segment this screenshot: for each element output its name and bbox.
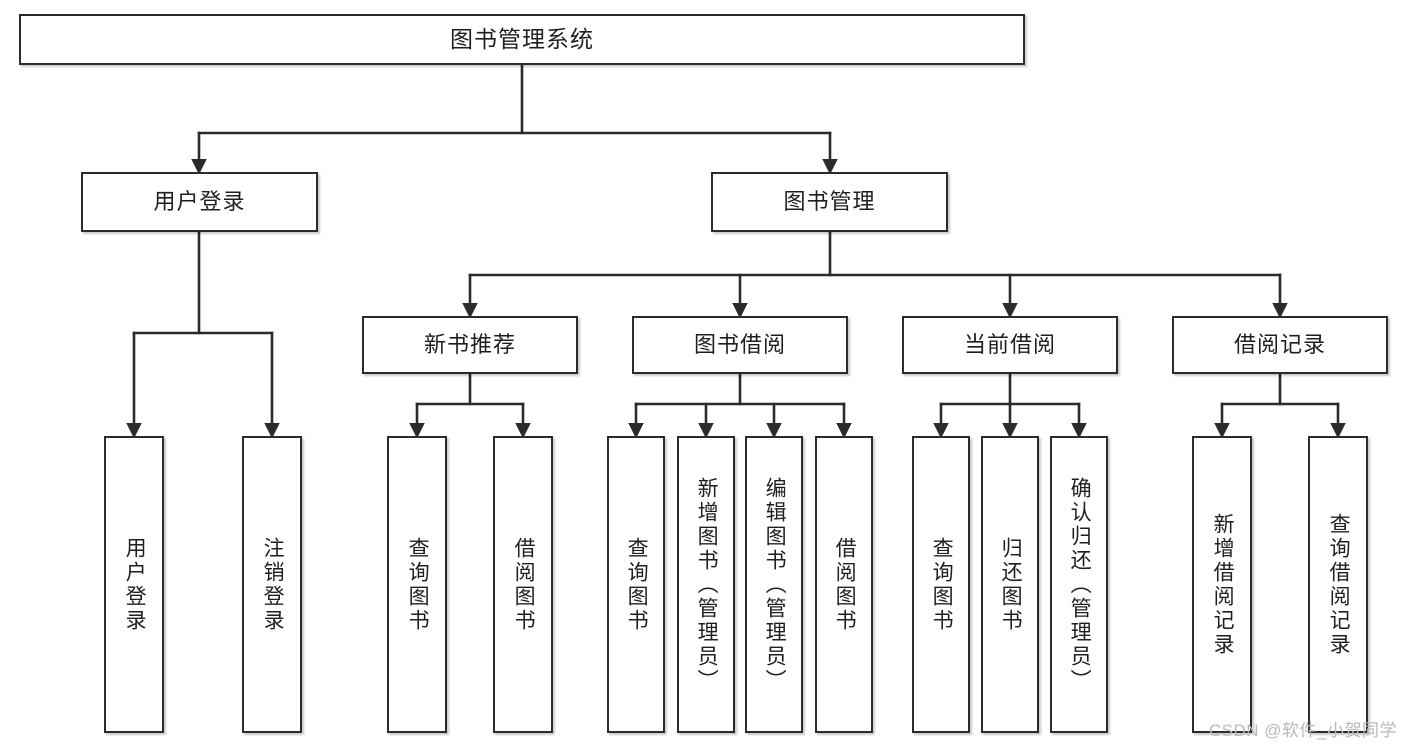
leaf-current-borrow-confirm[interactable]: 确认归还（管理员） bbox=[1050, 436, 1108, 733]
leaf-current-borrow-return-label: 归还图书 bbox=[999, 536, 1023, 633]
leaf-current-borrow-query[interactable]: 查询图书 bbox=[912, 436, 970, 733]
node-current-borrow-label: 当前借阅 bbox=[963, 332, 1056, 358]
node-book-management-label: 图书管理 bbox=[783, 189, 876, 215]
node-user-login[interactable]: 用户登录 bbox=[81, 172, 318, 232]
leaf-book-borrow-borrow[interactable]: 借阅图书 bbox=[815, 436, 873, 733]
leaf-borrow-record-query[interactable]: 查询借阅记录 bbox=[1308, 436, 1368, 733]
leaf-user-login-login-label: 用户登录 bbox=[123, 536, 147, 633]
leaf-current-borrow-confirm-label: 确认归还（管理员） bbox=[1068, 476, 1092, 693]
node-book-borrow[interactable]: 图书借阅 bbox=[632, 316, 848, 374]
node-borrow-record[interactable]: 借阅记录 bbox=[1172, 316, 1388, 374]
leaf-user-login-login[interactable]: 用户登录 bbox=[104, 436, 164, 733]
leaf-book-borrow-query-label: 查询图书 bbox=[625, 536, 649, 633]
node-book-borrow-label: 图书借阅 bbox=[693, 332, 786, 358]
leaf-new-book-query[interactable]: 查询图书 bbox=[387, 436, 447, 733]
leaf-user-login-logout-label: 注销登录 bbox=[261, 536, 285, 633]
node-root-label: 图书管理系统 bbox=[450, 26, 594, 53]
node-book-management[interactable]: 图书管理 bbox=[711, 172, 948, 232]
node-root[interactable]: 图书管理系统 bbox=[19, 14, 1025, 65]
leaf-book-borrow-query[interactable]: 查询图书 bbox=[607, 436, 665, 733]
leaf-book-borrow-add-label: 新增图书（管理员） bbox=[695, 476, 719, 693]
leaf-book-borrow-add[interactable]: 新增图书（管理员） bbox=[677, 436, 735, 733]
node-current-borrow[interactable]: 当前借阅 bbox=[902, 316, 1118, 374]
leaf-current-borrow-query-label: 查询图书 bbox=[930, 536, 954, 633]
leaf-borrow-record-query-label: 查询借阅记录 bbox=[1327, 512, 1351, 657]
leaf-new-book-query-label: 查询图书 bbox=[406, 536, 430, 633]
leaf-book-borrow-edit[interactable]: 编辑图书（管理员） bbox=[745, 436, 803, 733]
leaf-borrow-record-add[interactable]: 新增借阅记录 bbox=[1192, 436, 1252, 733]
leaf-user-login-logout[interactable]: 注销登录 bbox=[242, 436, 302, 733]
leaf-new-book-borrow-label: 借阅图书 bbox=[512, 536, 536, 633]
leaf-book-borrow-borrow-label: 借阅图书 bbox=[833, 536, 857, 633]
leaf-borrow-record-add-label: 新增借阅记录 bbox=[1211, 512, 1235, 657]
node-user-login-label: 用户登录 bbox=[153, 189, 246, 215]
node-borrow-record-label: 借阅记录 bbox=[1233, 332, 1326, 358]
node-new-book-recommend[interactable]: 新书推荐 bbox=[362, 316, 578, 374]
leaf-book-borrow-edit-label: 编辑图书（管理员） bbox=[763, 476, 787, 693]
leaf-current-borrow-return[interactable]: 归还图书 bbox=[981, 436, 1039, 733]
node-new-book-recommend-label: 新书推荐 bbox=[423, 332, 516, 358]
leaf-new-book-borrow[interactable]: 借阅图书 bbox=[493, 436, 553, 733]
